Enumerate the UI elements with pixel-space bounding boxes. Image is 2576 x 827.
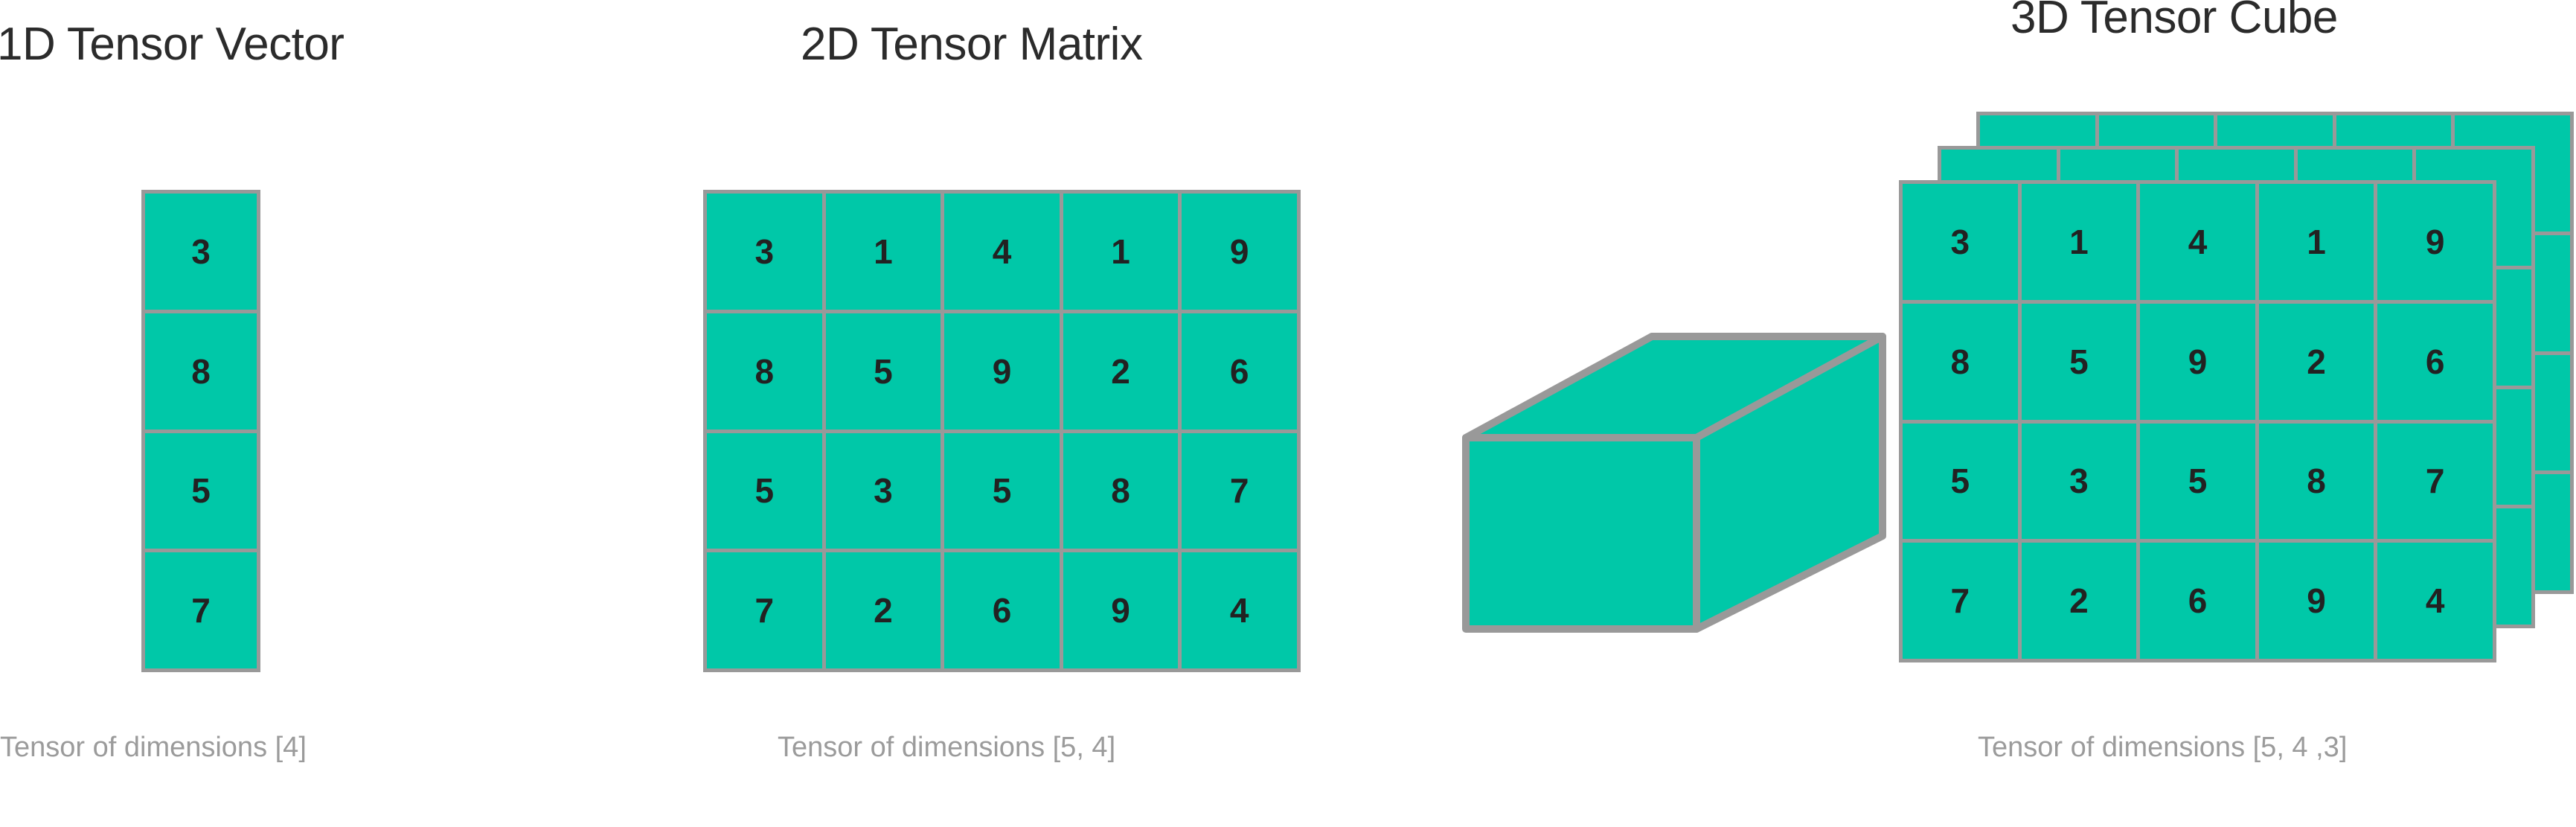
panel-title-2d: 2D Tensor Matrix: [801, 19, 1143, 70]
layer-cell: 2: [2258, 303, 2374, 420]
matrix-cell: 8: [707, 313, 822, 430]
tensor-cube-solid-box: [1436, 313, 1897, 662]
matrix-cell: 5: [707, 432, 822, 549]
matrix-cell: 3: [825, 432, 941, 549]
matrix-cell: 3: [707, 194, 822, 310]
layer-cell: 7: [1903, 543, 2018, 659]
layer-cell: 1: [2258, 184, 2374, 300]
layer-cell: 6: [2140, 543, 2255, 659]
panel-title-1d: 1D Tensor Vector: [0, 19, 345, 70]
matrix-cell: 5: [944, 432, 1060, 549]
panel-caption-2d: Tensor of dimensions [5, 4]: [778, 732, 1116, 763]
layer-cell: 9: [2377, 184, 2493, 300]
vector-cell: 7: [145, 552, 257, 668]
matrix-cell: 9: [1063, 552, 1179, 668]
matrix-cell: 1: [1063, 194, 1179, 310]
matrix-cell: 9: [1182, 194, 1297, 310]
panel-caption-1d: Tensor of dimensions [4]: [0, 732, 307, 763]
matrix-cell: 2: [1063, 313, 1179, 430]
layer-cell: 5: [2021, 303, 2137, 420]
layer-cell: 8: [2258, 423, 2374, 540]
matrix-cell: 1: [825, 194, 941, 310]
layer-cell: 9: [2140, 303, 2255, 420]
layer-cell: 5: [1903, 423, 2018, 540]
layer-cell: 3: [1903, 184, 2018, 300]
panel-title-3d: 3D Tensor Cube: [2011, 0, 2338, 43]
matrix-cell: 7: [1182, 432, 1297, 549]
tensor-vector-1d: 3 8 5 7: [141, 190, 260, 672]
layer-cell: 5: [2140, 423, 2255, 540]
vector-cell: 8: [145, 313, 257, 430]
matrix-cell: 7: [707, 552, 822, 668]
layer-cell: 1: [2021, 184, 2137, 300]
layer-cell: 9: [2258, 543, 2374, 659]
matrix-cell: 6: [1182, 313, 1297, 430]
layer-cell: 6: [2377, 303, 2493, 420]
vector-cell: 3: [145, 194, 257, 310]
tensor-cube-layer-stack: 3 1 4 1 9 8 5 9 2 6 5 3 5 8 7 7 2 6 9 4: [1899, 112, 2576, 677]
layer-cell: 4: [2377, 543, 2493, 659]
matrix-cell: 5: [825, 313, 941, 430]
matrix-cell: 4: [944, 194, 1060, 310]
tensor-matrix-2d: 3 1 4 1 9 8 5 9 2 6 5 3 5 8 7 7 2 6 9 4: [703, 190, 1301, 672]
matrix-cell: 8: [1063, 432, 1179, 549]
layer-cell: 7: [2377, 423, 2493, 540]
matrix-cell: 9: [944, 313, 1060, 430]
matrix-cell: 2: [825, 552, 941, 668]
cube-shape-icon: [1462, 333, 1886, 633]
tensor-layer-front: 3 1 4 1 9 8 5 9 2 6 5 3 5 8 7 7 2 6 9 4: [1899, 180, 2496, 662]
matrix-cell: 6: [944, 552, 1060, 668]
vector-cell: 5: [145, 432, 257, 549]
layer-cell: 4: [2140, 184, 2255, 300]
matrix-cell: 4: [1182, 552, 1297, 668]
layer-cell: 3: [2021, 423, 2137, 540]
cube-front-face: [1462, 434, 1700, 633]
layer-cell: 2: [2021, 543, 2137, 659]
panel-caption-3d: Tensor of dimensions [5, 4 ,3]: [1978, 732, 2348, 763]
layer-cell: 8: [1903, 303, 2018, 420]
